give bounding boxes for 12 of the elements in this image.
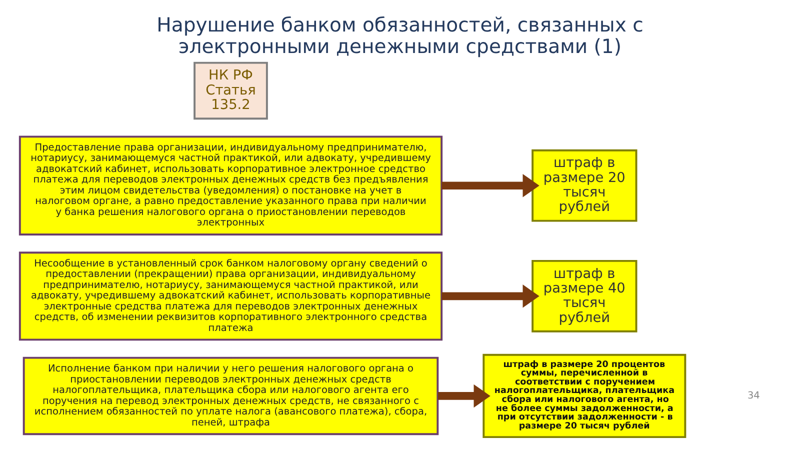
node-box: Несообщение в установленный срок банком налоговому органу сведений о предоставлении (прекращении) права организации, индивидуальному предпринимателю, нотариусу, занимающемуся частной практикой, или адвокату, учредившему адвокатский кабинет, использовать корпоративные электронные средства платежа для переводов электронных денежных средств, об изменении реквизитов корпоративного электронного средства платежа: [18, 252, 443, 341]
node-box: штраф в размере 40 тысяч рублей: [532, 260, 638, 332]
arrow: [442, 174, 540, 198]
diagram-title: Нарушение банком обязанностей, связанных с электронными денежными средствами (1): [156, 14, 644, 58]
node-box: Предоставление права организации, индивидуальному предпринимателю, нотариусу, занимающемуся частной практикой, или адвокату, учредившему адвокатский кабинет, использовать корпоративное электронное средство платежа для переводов электронных денежных средств без предъявления этим лицом свидетельства (уведомления) о постановке на учет в налоговом органе, а равно предоставление указанного права при наличии у банка решения налогового органа о приостановлении переводов электронных: [18, 136, 443, 236]
arrow: [438, 384, 490, 408]
label: 34: [747, 390, 760, 402]
node-box: НК РФ Статья 135.2: [194, 62, 268, 120]
node-box: штраф в размере 20 тысяч рублей: [532, 149, 638, 222]
node-box: штраф в размере 20 процентов суммы, перечисленной в соответствии с поручением налогоплательщика, плательщика сбора или налогового агента, но не более суммы задолженности, а при отсутствии задолженности - в размере 20 тысяч рублей: [482, 354, 686, 438]
node-box: Исполнение банком при наличии у него решения налогового органа о приостановлении переводов электронных денежных средств налогоплательщика, плательщика сбора или налогового агента его поручения на перевод электронных денежных средств, не связанного с исполнением обязанностей по уплате налога (авансового платежа), сбора, пеней, штрафа: [22, 356, 439, 436]
arrow: [442, 284, 540, 308]
